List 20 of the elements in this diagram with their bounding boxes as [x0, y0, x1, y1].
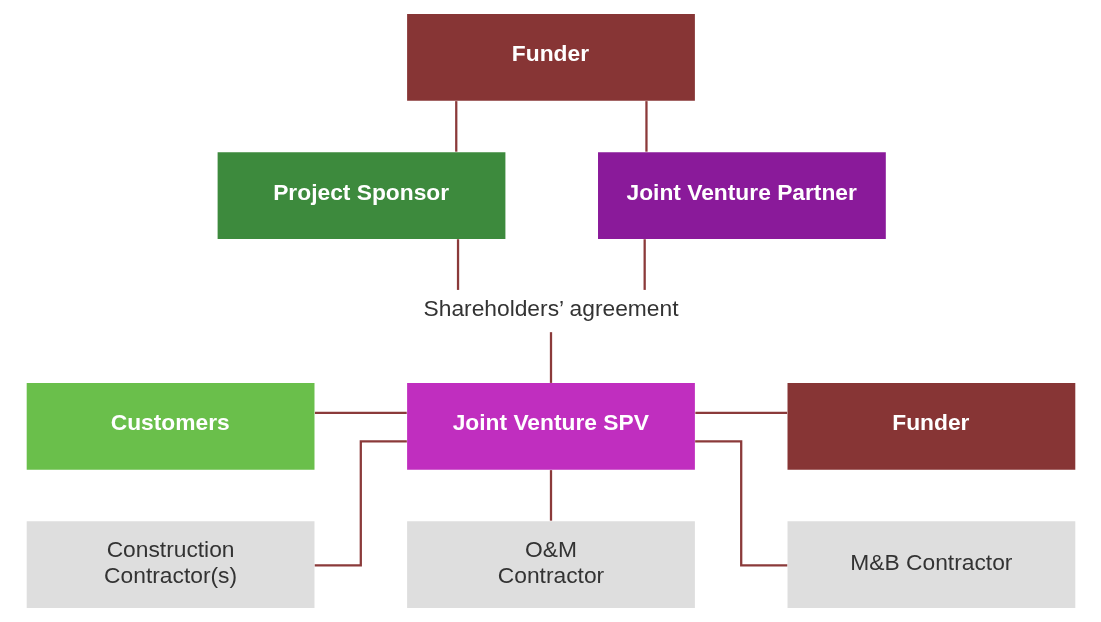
node-box: Joint Venture SPV	[406, 382, 695, 470]
connector	[644, 101, 648, 152]
node-box: Project Sponsor	[217, 152, 505, 240]
node-box: Customers	[26, 382, 314, 470]
node-text: Shareholders’ agreement	[423, 295, 678, 322]
connector	[549, 470, 552, 521]
connector	[694, 440, 787, 567]
connector	[549, 332, 552, 383]
connector	[454, 101, 457, 152]
node-box: Funder	[406, 13, 695, 101]
connector	[694, 411, 787, 414]
connector	[456, 239, 459, 290]
connector	[314, 411, 407, 414]
node-box: O&M Contractor	[406, 521, 695, 609]
node-box: Joint Venture Partner	[597, 152, 886, 240]
node-box: M&B Contractor	[787, 521, 1075, 609]
node-box: Funder	[787, 382, 1075, 470]
connector	[643, 239, 646, 290]
connector	[314, 440, 407, 567]
node-box: Construction Contractor(s)	[26, 521, 314, 609]
